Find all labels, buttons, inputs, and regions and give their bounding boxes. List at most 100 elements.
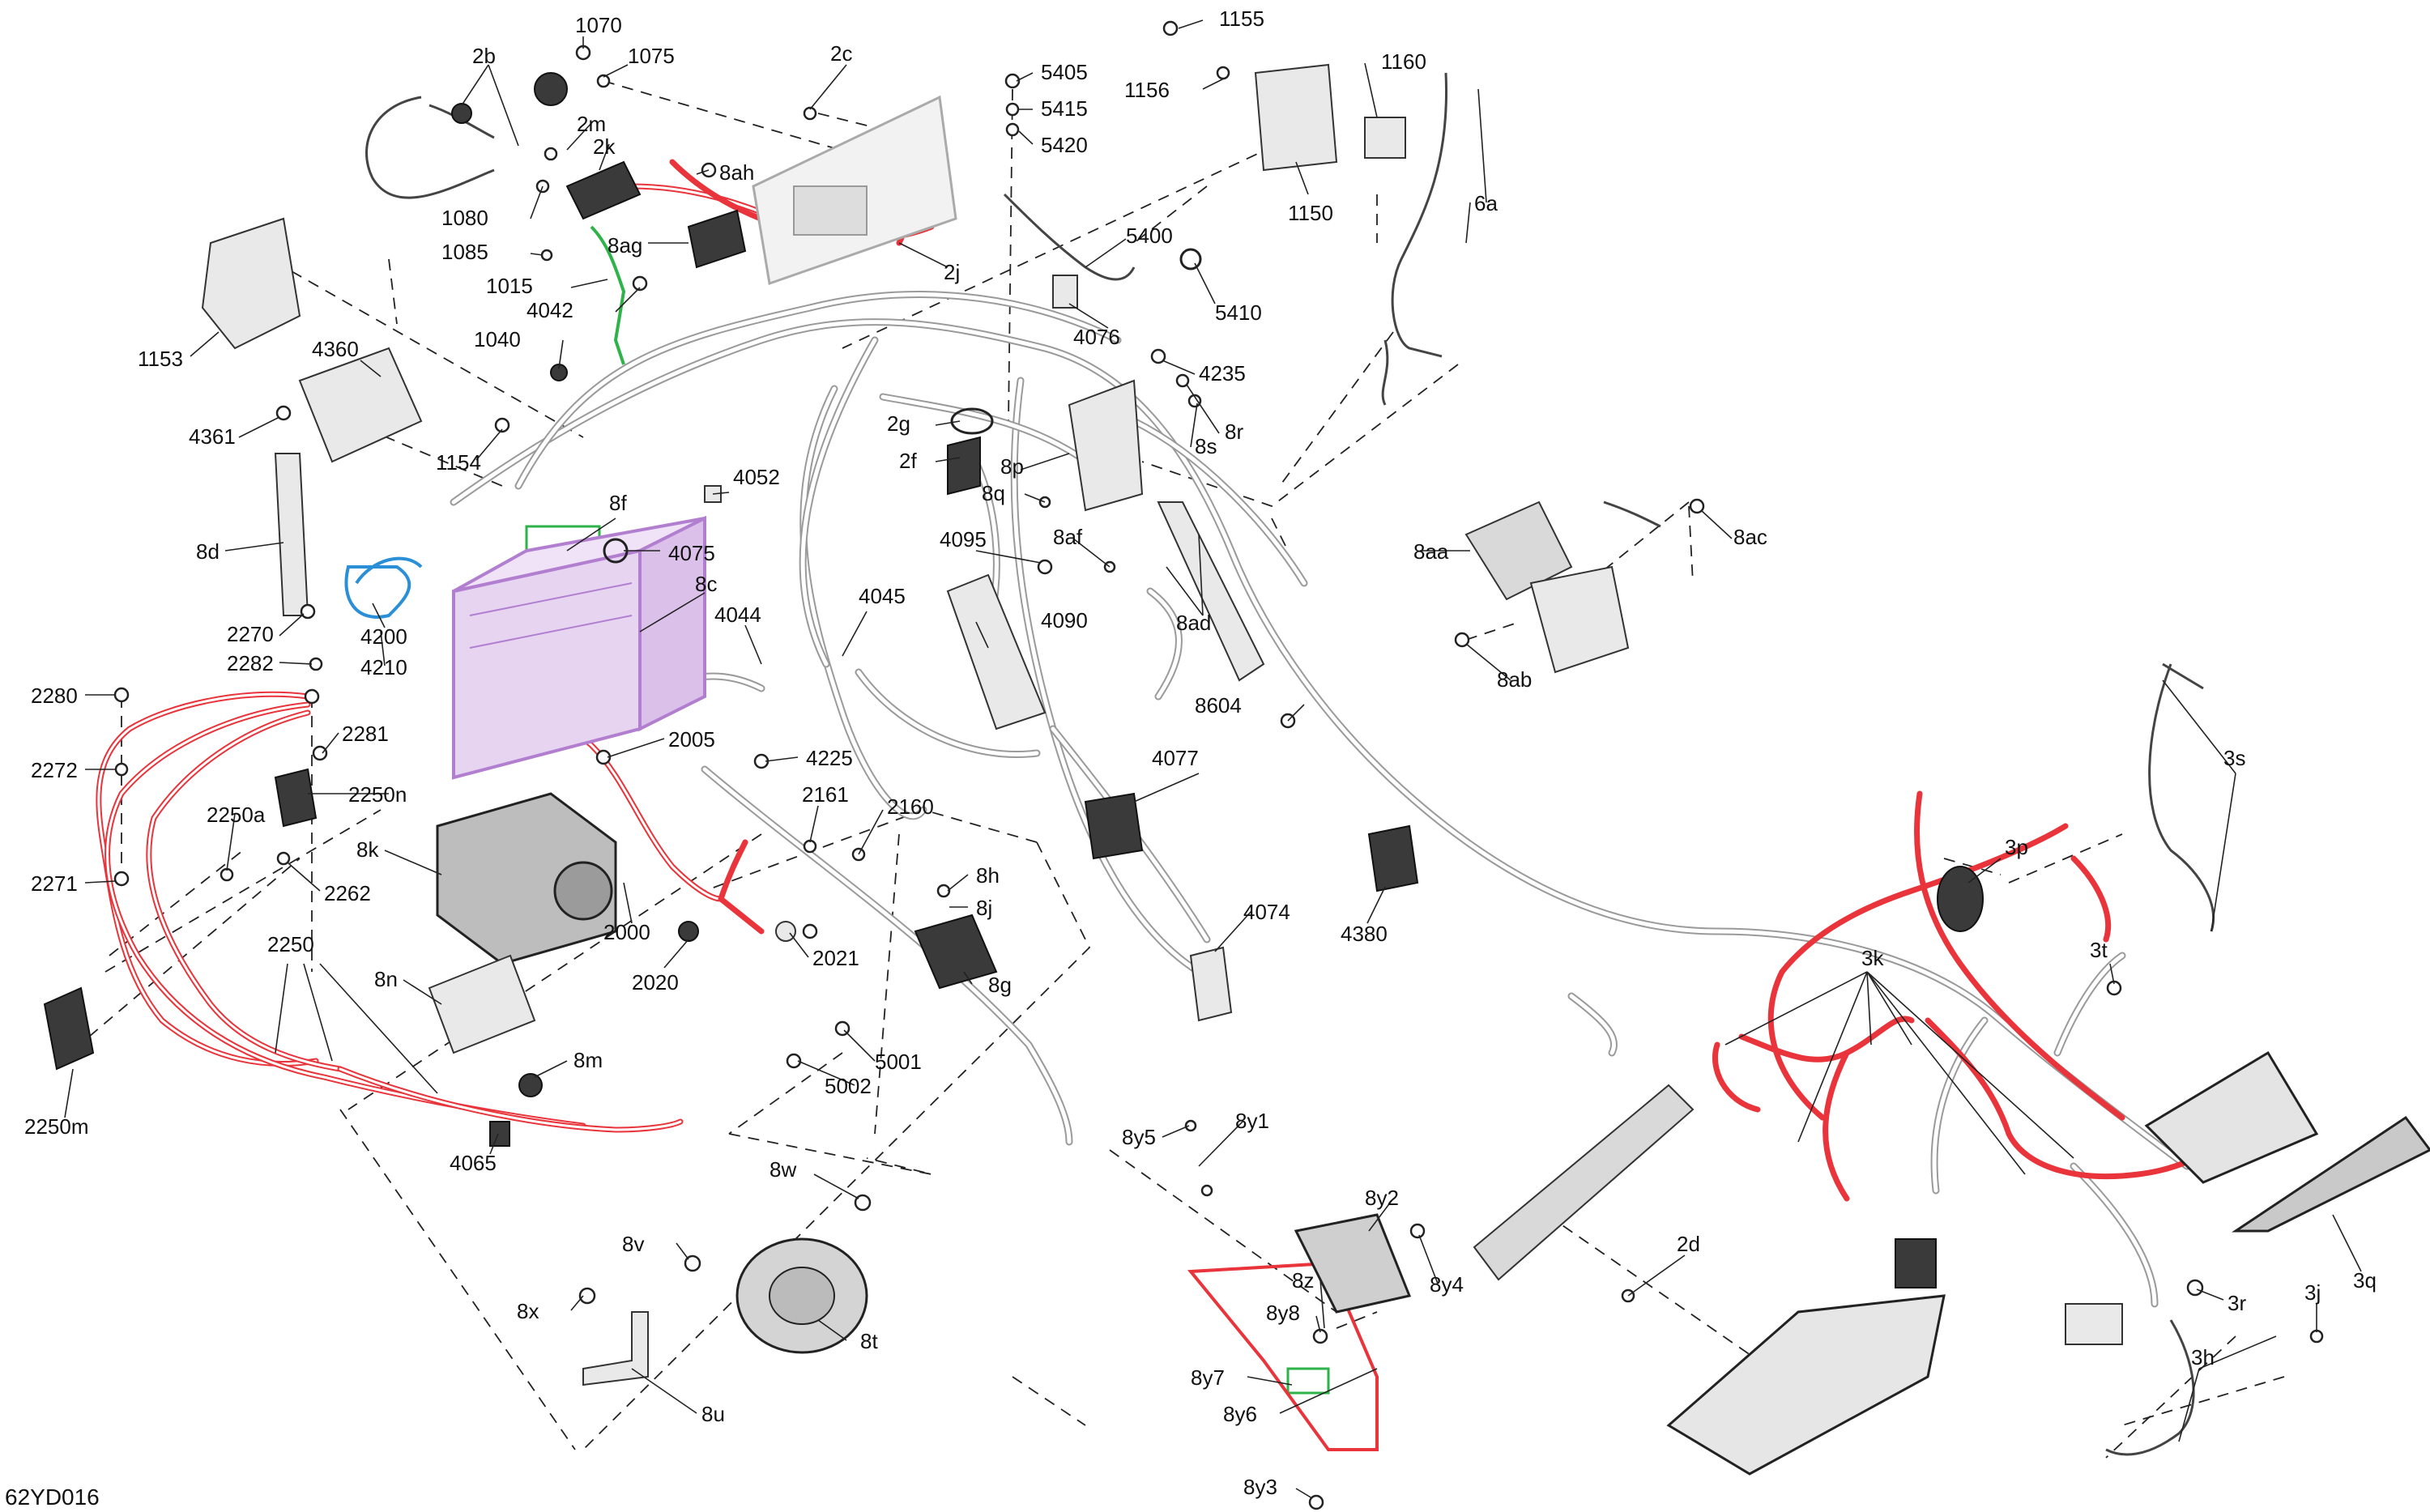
label-4045: 4045 — [859, 584, 906, 608]
label-8ah: 8ah — [719, 160, 754, 185]
label-8ag: 8ag — [608, 233, 642, 258]
label-4090: 4090 — [1041, 608, 1088, 632]
label-8af: 8af — [1053, 525, 1083, 549]
label-4225: 4225 — [806, 746, 853, 770]
label-3j: 3j — [2304, 1280, 2321, 1305]
label-2250: 2250 — [267, 932, 314, 956]
label-2161: 2161 — [802, 782, 849, 807]
label-8w: 8w — [770, 1157, 796, 1182]
label-8y5: 8y5 — [1122, 1125, 1156, 1149]
label-8q: 8q — [982, 481, 1005, 505]
label-4235: 4235 — [1199, 361, 1246, 385]
label-8s: 8s — [1195, 434, 1217, 458]
label-8y7: 8y7 — [1191, 1365, 1225, 1390]
label-3t: 3t — [2090, 938, 2108, 962]
label-3r: 3r — [2228, 1291, 2246, 1315]
label-1040: 1040 — [474, 327, 521, 351]
label-4200: 4200 — [360, 624, 407, 649]
part-labels: 1070 1075 2b 2m 2k 8ah 1080 1085 8ag 101… — [24, 6, 2377, 1499]
label-2271: 2271 — [31, 871, 78, 896]
label-8h: 8h — [976, 863, 1000, 888]
label-8j: 8j — [976, 896, 992, 920]
label-2b: 2b — [472, 44, 496, 68]
label-8g: 8g — [988, 973, 1012, 997]
label-2262: 2262 — [324, 881, 371, 905]
label-8ab: 8ab — [1497, 667, 1532, 692]
label-5405: 5405 — [1041, 60, 1088, 84]
label-4065: 4065 — [450, 1151, 497, 1175]
main-wiring-harness — [450, 291, 2191, 1308]
label-8d: 8d — [196, 539, 220, 564]
label-4076: 4076 — [1073, 325, 1120, 349]
diagram-code: 62YD016 — [5, 1484, 100, 1510]
label-8f: 8f — [609, 491, 627, 515]
label-8x: 8x — [517, 1299, 539, 1323]
label-8p: 8p — [1000, 454, 1024, 479]
label-8y2: 8y2 — [1365, 1186, 1399, 1210]
label-1085: 1085 — [441, 240, 488, 264]
label-2250a: 2250a — [207, 803, 266, 827]
label-2m: 2m — [577, 112, 606, 136]
label-3q: 3q — [2353, 1268, 2377, 1293]
label-3h: 3h — [2191, 1345, 2215, 1369]
label-1150: 1150 — [1288, 201, 1333, 225]
blue-bracket — [344, 556, 423, 619]
label-2k: 2k — [593, 134, 616, 159]
label-8v: 8v — [622, 1232, 644, 1256]
label-5410: 5410 — [1215, 300, 1262, 325]
label-2020: 2020 — [632, 970, 679, 995]
label-1154: 1154 — [436, 450, 481, 475]
label-2c: 2c — [830, 41, 852, 66]
label-4095: 4095 — [940, 527, 987, 552]
label-3p: 3p — [2005, 835, 2028, 859]
label-1153: 1153 — [138, 347, 183, 371]
battery-8c — [452, 515, 706, 780]
label-8z: 8z — [1292, 1268, 1314, 1293]
label-3k: 3k — [1861, 946, 1884, 970]
label-4052: 4052 — [733, 465, 780, 489]
label-4074: 4074 — [1243, 900, 1290, 924]
label-2j: 2j — [944, 260, 960, 284]
label-1015: 1015 — [486, 274, 533, 298]
label-4075: 4075 — [668, 541, 715, 565]
label-5002: 5002 — [825, 1074, 872, 1098]
label-4360: 4360 — [312, 337, 359, 361]
label-1155: 1155 — [1219, 6, 1264, 31]
label-2f: 2f — [899, 449, 917, 473]
label-2280: 2280 — [31, 684, 78, 708]
label-2000: 2000 — [603, 920, 650, 944]
label-2005: 2005 — [668, 727, 715, 752]
leader-lines — [64, 19, 2362, 1499]
label-5001: 5001 — [875, 1050, 922, 1074]
label-2d: 2d — [1677, 1232, 1700, 1256]
label-2021: 2021 — [812, 946, 859, 970]
label-8u: 8u — [701, 1402, 725, 1426]
label-1070: 1070 — [575, 13, 622, 37]
label-1156: 1156 — [1124, 78, 1170, 102]
label-3s: 3s — [2223, 746, 2245, 770]
label-2281: 2281 — [342, 722, 389, 746]
label-8604: 8604 — [1195, 693, 1242, 718]
label-8r: 8r — [1225, 420, 1243, 444]
label-8y1: 8y1 — [1235, 1109, 1269, 1133]
label-8y4: 8y4 — [1430, 1272, 1464, 1297]
label-4210: 4210 — [360, 655, 407, 679]
components — [43, 63, 2430, 1476]
label-2g: 2g — [887, 411, 910, 436]
label-1080: 1080 — [441, 206, 488, 230]
label-4380: 4380 — [1341, 922, 1388, 946]
label-4042: 4042 — [526, 298, 573, 322]
label-8m: 8m — [573, 1048, 603, 1072]
label-4361: 4361 — [189, 424, 236, 449]
label-8y3: 8y3 — [1243, 1475, 1277, 1499]
label-2160: 2160 — [887, 794, 934, 819]
label-8c: 8c — [695, 572, 717, 596]
label-8ac: 8ac — [1733, 525, 1767, 549]
label-8k: 8k — [356, 837, 379, 862]
label-8ad: 8ad — [1176, 611, 1211, 635]
label-8y6: 8y6 — [1223, 1402, 1257, 1426]
label-2282: 2282 — [227, 651, 274, 675]
label-1075: 1075 — [628, 44, 675, 68]
